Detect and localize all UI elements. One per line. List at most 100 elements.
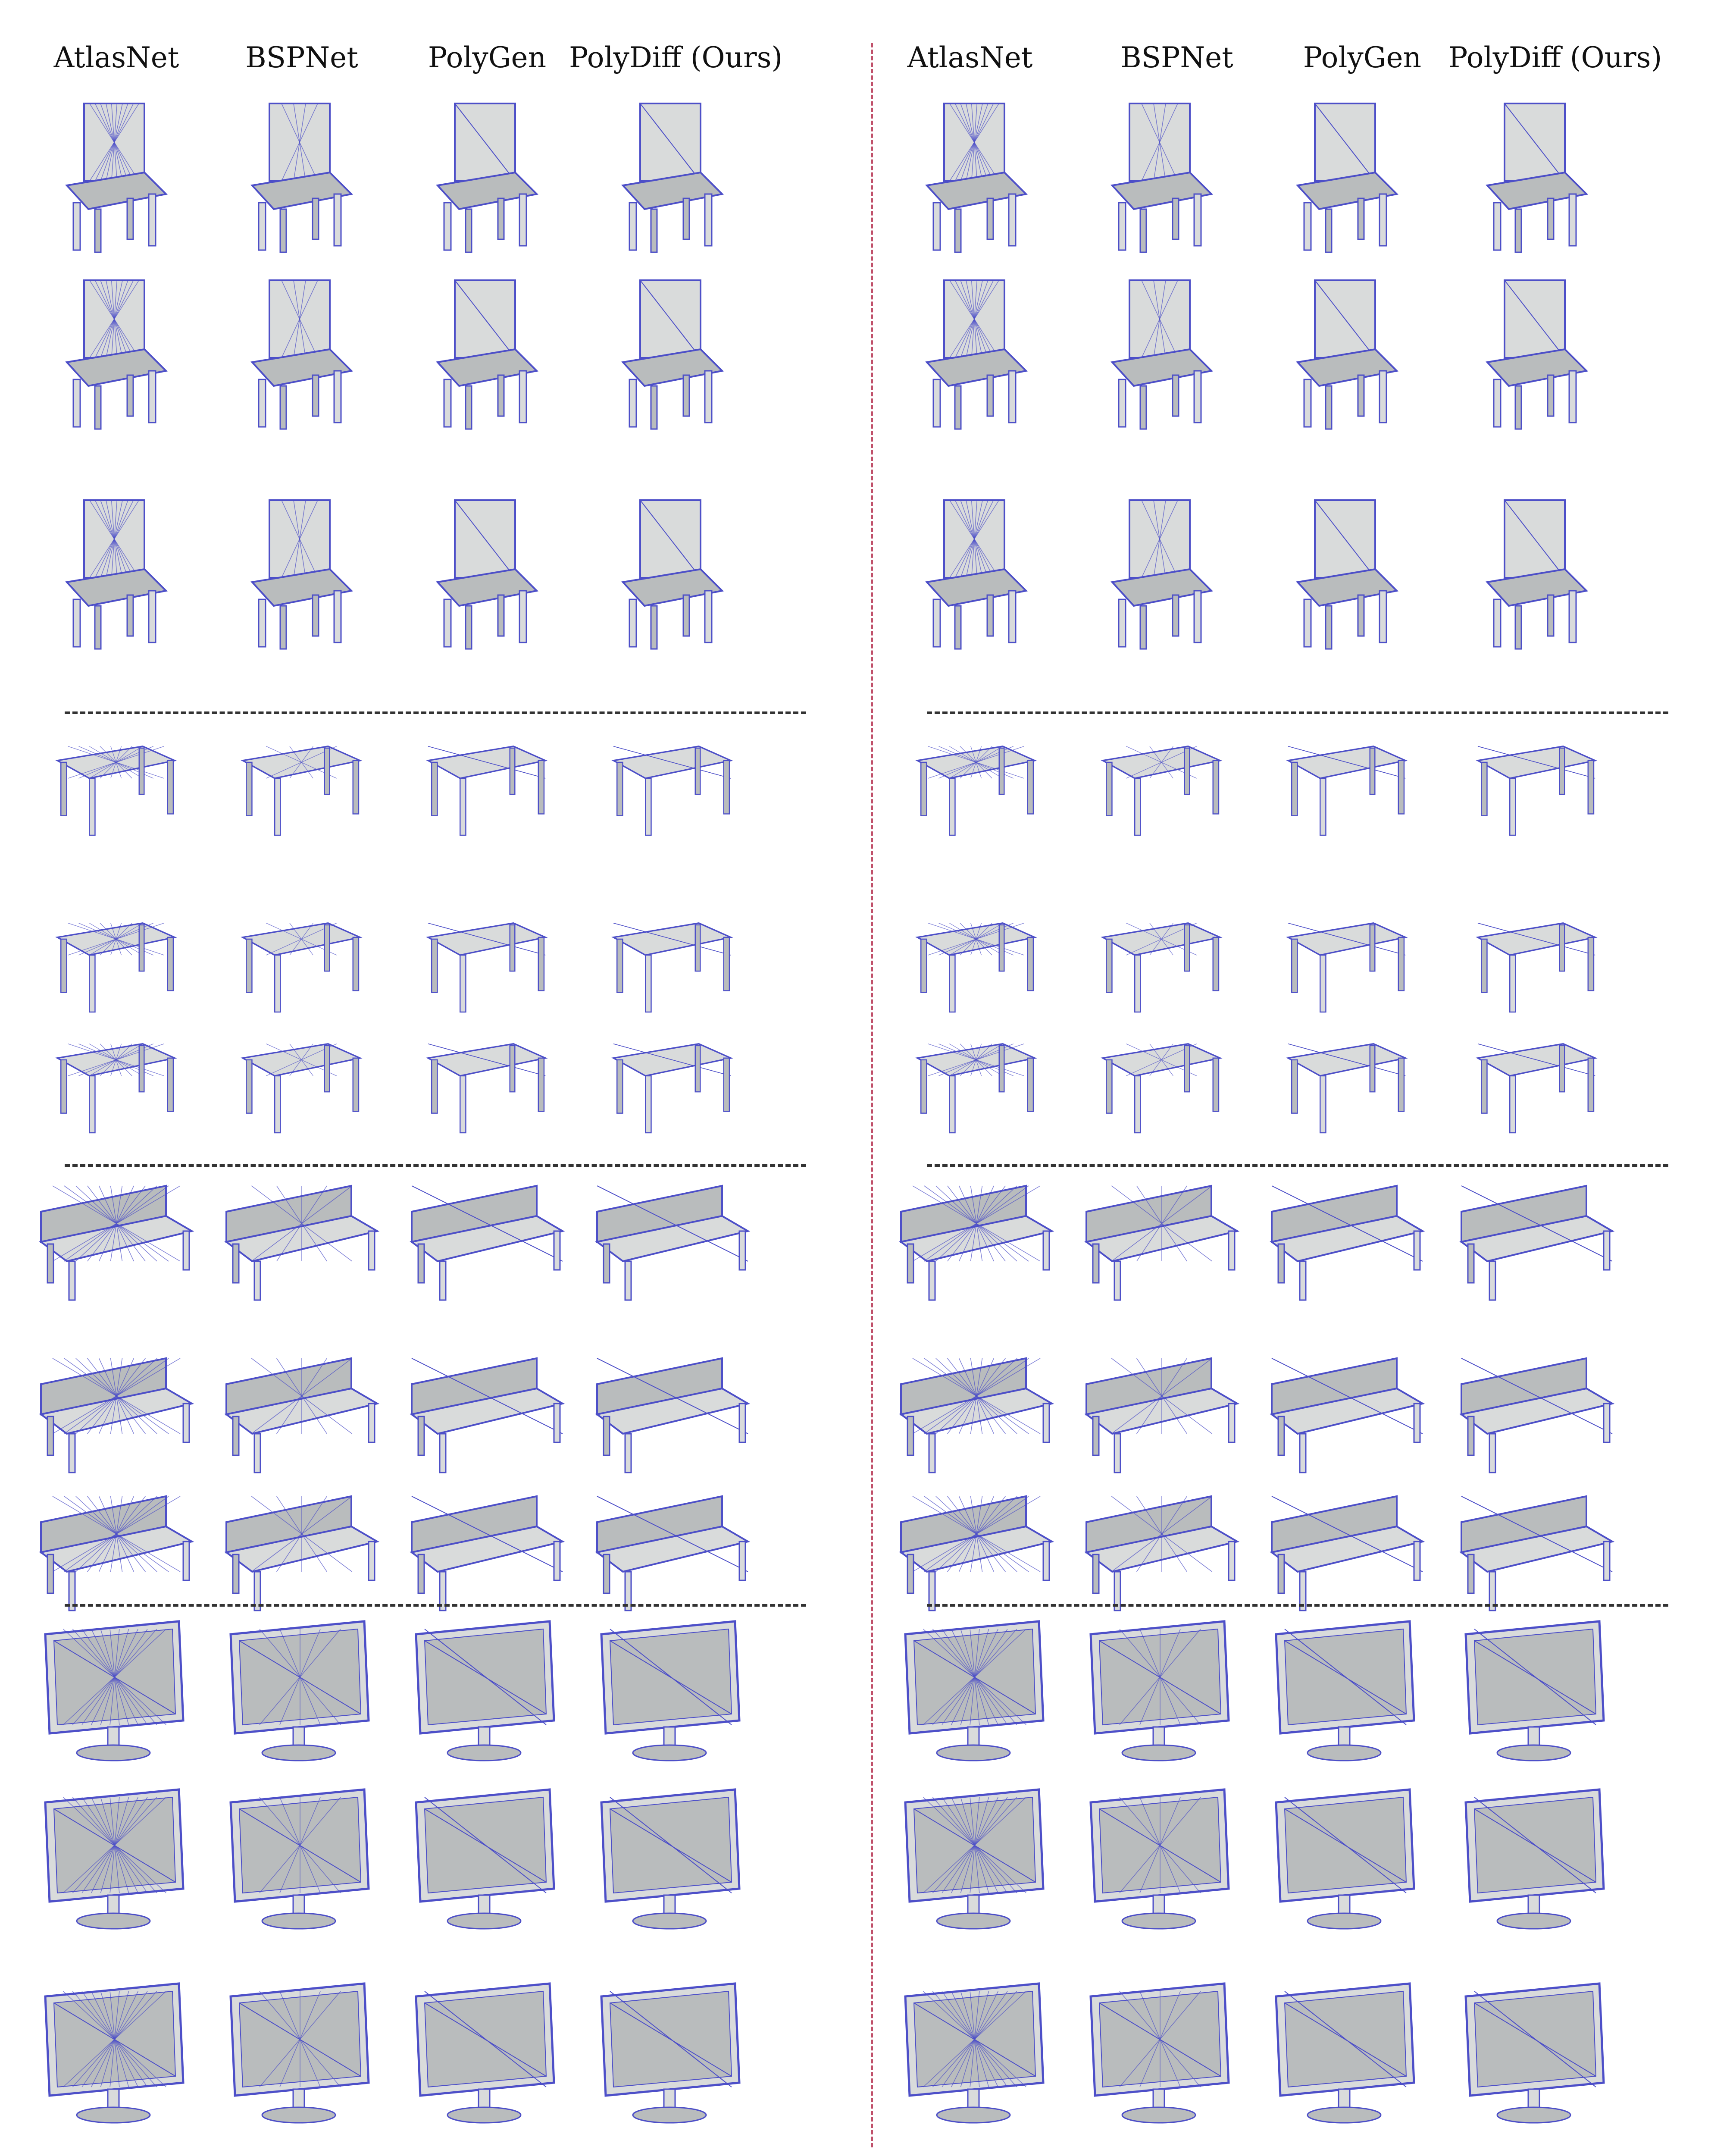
mesh-display-bspnet-left-row3 xyxy=(205,1966,394,2139)
mesh-chair-polygen-right-row1 xyxy=(1250,86,1440,259)
mesh-chair-polydiff-right-row2 xyxy=(1440,263,1630,436)
mesh-bench-polygen-right-row3 xyxy=(1250,1466,1440,1639)
header-polygen-right: PolyGen xyxy=(1303,41,1422,74)
mesh-chair-bspnet-left-row3 xyxy=(205,483,394,655)
mesh-chair-polygen-left-row3 xyxy=(390,483,580,655)
mesh-bench-bspnet-right-row1 xyxy=(1065,1156,1254,1328)
mesh-display-atlasnet-left-row3 xyxy=(19,1966,209,2139)
mesh-display-polydiff-right-row1 xyxy=(1440,1604,1630,1777)
header-bspnet-left: BSPNet xyxy=(245,41,358,74)
mesh-table-polydiff-right-row1 xyxy=(1440,707,1630,849)
mesh-display-bspnet-right-row1 xyxy=(1065,1604,1254,1777)
mesh-table-bspnet-right-row1 xyxy=(1065,707,1254,849)
category-separator-right xyxy=(927,711,1668,714)
mesh-bench-atlasnet-right-row1 xyxy=(879,1156,1069,1328)
mesh-display-polydiff-left-row3 xyxy=(576,1966,765,2139)
mesh-chair-polydiff-left-row3 xyxy=(576,483,765,655)
mesh-chair-polygen-left-row2 xyxy=(390,263,580,436)
category-separator-left xyxy=(65,1164,806,1167)
mesh-display-polydiff-left-row2 xyxy=(576,1772,765,1945)
mesh-display-bspnet-right-row3 xyxy=(1065,1966,1254,2139)
mesh-table-polygen-right-row2 xyxy=(1250,884,1440,1026)
mesh-bench-bspnet-left-row3 xyxy=(205,1466,394,1639)
mesh-bench-polydiff-left-row1 xyxy=(576,1156,765,1328)
mesh-display-atlasnet-right-row1 xyxy=(879,1604,1069,1777)
mesh-display-atlasnet-left-row1 xyxy=(19,1604,209,1777)
mesh-table-atlasnet-left-row3 xyxy=(19,1005,209,1147)
mesh-chair-atlasnet-left-row2 xyxy=(19,263,209,436)
mesh-display-bspnet-right-row2 xyxy=(1065,1772,1254,1945)
mesh-chair-polygen-right-row2 xyxy=(1250,263,1440,436)
mesh-table-bspnet-right-row2 xyxy=(1065,884,1254,1026)
header-atlasnet-right: AtlasNet xyxy=(907,41,1033,74)
mesh-table-polydiff-right-row2 xyxy=(1440,884,1630,1026)
mesh-bench-bspnet-left-row2 xyxy=(205,1328,394,1501)
mesh-display-atlasnet-right-row2 xyxy=(879,1772,1069,1945)
mesh-bench-polydiff-right-row3 xyxy=(1440,1466,1630,1639)
mesh-chair-bspnet-right-row2 xyxy=(1065,263,1254,436)
mesh-bench-polydiff-left-row2 xyxy=(576,1328,765,1501)
mesh-table-atlasnet-right-row3 xyxy=(879,1005,1069,1147)
mesh-display-polydiff-left-row1 xyxy=(576,1604,765,1777)
mesh-bench-polygen-right-row2 xyxy=(1250,1328,1440,1501)
mesh-table-atlasnet-left-row1 xyxy=(19,707,209,849)
mesh-chair-bspnet-right-row3 xyxy=(1065,483,1254,655)
category-separator-right xyxy=(927,1164,1668,1167)
mesh-display-atlasnet-right-row3 xyxy=(879,1966,1069,2139)
mesh-chair-polydiff-left-row2 xyxy=(576,263,765,436)
mesh-table-bspnet-left-row1 xyxy=(205,707,394,849)
mesh-display-atlasnet-left-row2 xyxy=(19,1772,209,1945)
mesh-chair-bspnet-left-row1 xyxy=(205,86,394,259)
header-polygen-left: PolyGen xyxy=(428,41,547,74)
header-atlasnet-left: AtlasNet xyxy=(53,41,179,74)
header-polydiff-right: PolyDiff (Ours) xyxy=(1448,41,1662,74)
mesh-chair-atlasnet-left-row3 xyxy=(19,483,209,655)
mesh-chair-bspnet-left-row2 xyxy=(205,263,394,436)
mesh-bench-bspnet-left-row1 xyxy=(205,1156,394,1328)
panel-divider xyxy=(871,43,873,2147)
mesh-bench-polygen-left-row2 xyxy=(390,1328,580,1501)
category-separator-left xyxy=(65,1604,806,1607)
header-bspnet-right: BSPNet xyxy=(1120,41,1233,74)
mesh-bench-atlasnet-left-row2 xyxy=(19,1328,209,1501)
mesh-bench-bspnet-right-row3 xyxy=(1065,1466,1254,1639)
mesh-display-polygen-right-row2 xyxy=(1250,1772,1440,1945)
mesh-display-polygen-left-row3 xyxy=(390,1966,580,2139)
mesh-display-bspnet-left-row2 xyxy=(205,1772,394,1945)
mesh-chair-atlasnet-right-row1 xyxy=(879,86,1069,259)
mesh-chair-atlasnet-right-row3 xyxy=(879,483,1069,655)
mesh-table-polydiff-right-row3 xyxy=(1440,1005,1630,1147)
mesh-display-polydiff-right-row2 xyxy=(1440,1772,1630,1945)
mesh-table-atlasnet-right-row2 xyxy=(879,884,1069,1026)
mesh-chair-atlasnet-right-row2 xyxy=(879,263,1069,436)
category-separator-left xyxy=(65,711,806,714)
mesh-display-polygen-left-row2 xyxy=(390,1772,580,1945)
mesh-table-atlasnet-left-row2 xyxy=(19,884,209,1026)
mesh-table-atlasnet-right-row1 xyxy=(879,707,1069,849)
mesh-chair-polydiff-right-row1 xyxy=(1440,86,1630,259)
mesh-bench-polygen-left-row3 xyxy=(390,1466,580,1639)
mesh-table-polygen-left-row2 xyxy=(390,884,580,1026)
mesh-table-bspnet-left-row3 xyxy=(205,1005,394,1147)
mesh-bench-atlasnet-right-row3 xyxy=(879,1466,1069,1639)
header-polydiff-left: PolyDiff (Ours) xyxy=(569,41,783,74)
mesh-table-bspnet-left-row2 xyxy=(205,884,394,1026)
mesh-table-polydiff-left-row2 xyxy=(576,884,765,1026)
mesh-table-polydiff-left-row3 xyxy=(576,1005,765,1147)
mesh-bench-atlasnet-left-row3 xyxy=(19,1466,209,1639)
mesh-bench-polydiff-left-row3 xyxy=(576,1466,765,1639)
mesh-chair-bspnet-right-row1 xyxy=(1065,86,1254,259)
mesh-chair-polygen-left-row1 xyxy=(390,86,580,259)
mesh-display-polygen-right-row3 xyxy=(1250,1966,1440,2139)
mesh-bench-bspnet-right-row2 xyxy=(1065,1328,1254,1501)
category-separator-right xyxy=(927,1604,1668,1607)
mesh-display-polydiff-right-row3 xyxy=(1440,1966,1630,2139)
mesh-chair-polydiff-left-row1 xyxy=(576,86,765,259)
mesh-table-polydiff-left-row1 xyxy=(576,707,765,849)
mesh-bench-atlasnet-right-row2 xyxy=(879,1328,1069,1501)
mesh-chair-polydiff-right-row3 xyxy=(1440,483,1630,655)
mesh-display-bspnet-left-row1 xyxy=(205,1604,394,1777)
mesh-chair-atlasnet-left-row1 xyxy=(19,86,209,259)
mesh-bench-polydiff-right-row2 xyxy=(1440,1328,1630,1501)
